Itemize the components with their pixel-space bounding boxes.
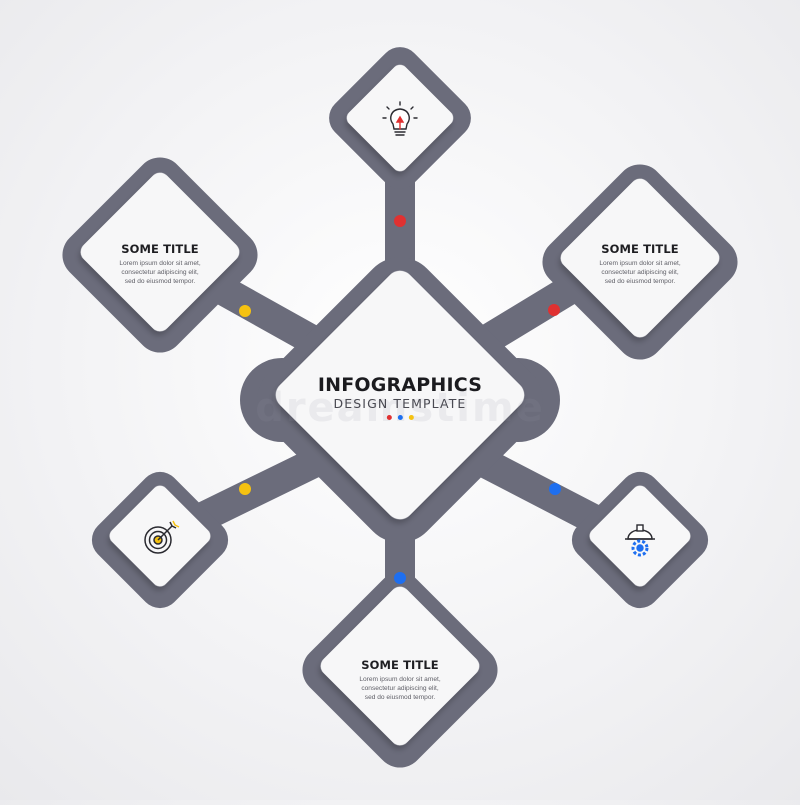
card-body-line: consectetur adipiscing elit, — [601, 269, 679, 276]
card-top-right-text: SOME TITLE Lorem ipsum dolor sit amet, c… — [599, 242, 680, 286]
center-title: INFOGRAPHICS — [317, 374, 483, 396]
center-dot-red — [386, 415, 392, 420]
card-body-line: Lorem ipsum dolor sit amet, — [599, 260, 681, 267]
dot-top-right — [548, 304, 560, 316]
dot-top-left — [239, 305, 251, 317]
engineer-helmet-gear-icon — [625, 524, 655, 557]
center-dot-row — [318, 415, 482, 420]
center-dot-blue — [397, 415, 403, 420]
card-top-right — [560, 178, 720, 338]
card-top-left — [80, 172, 240, 332]
center-dot-yellow — [408, 415, 414, 420]
lightbulb-icon — [382, 101, 418, 136]
center-subtitle: DESIGN TEMPLATE — [333, 396, 467, 411]
dot-bottom-right — [549, 483, 561, 495]
center-card — [275, 270, 525, 520]
card-body-line: sed do eiusmod tempor. — [364, 694, 436, 701]
card-body-line: Lorem ipsum dolor sit amet, — [119, 260, 201, 267]
card-body-line: consectetur adipiscing elit, — [361, 685, 439, 692]
card-title: SOME TITLE — [601, 242, 679, 256]
card-bottom — [320, 586, 480, 746]
center-label: INFOGRAPHICS DESIGN TEMPLATE — [318, 374, 482, 420]
dot-bottom — [394, 572, 406, 584]
connector-dots — [239, 215, 561, 584]
dot-bottom-left — [239, 483, 251, 495]
card-body-line: consectetur adipiscing elit, — [121, 269, 199, 276]
card-bottom-text: SOME TITLE Lorem ipsum dolor sit amet, c… — [359, 658, 440, 702]
card-top-left-text: SOME TITLE Lorem ipsum dolor sit amet, c… — [119, 242, 200, 286]
target-arrow-icon — [144, 520, 180, 554]
card-title: SOME TITLE — [361, 658, 439, 672]
dot-top — [394, 215, 406, 227]
card-body-line: sed do eiusmod tempor. — [124, 278, 196, 285]
card-title: SOME TITLE — [121, 242, 199, 256]
card-body-line: sed do eiusmod tempor. — [604, 278, 676, 285]
card-body-line: Lorem ipsum dolor sit amet, — [359, 676, 441, 683]
